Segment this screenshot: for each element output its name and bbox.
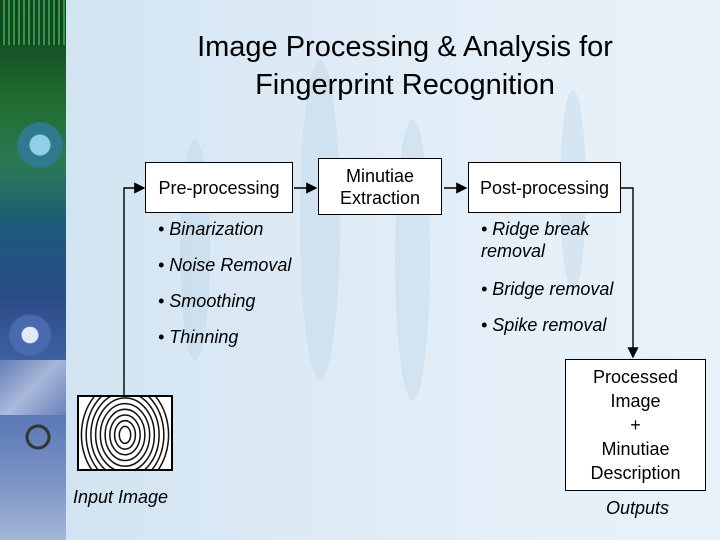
preprocessing-steps-list: • Binarization • Noise Removal • Smoothi… (158, 218, 328, 358)
input-to-preprocessing-connector (124, 188, 144, 395)
minutiae-extraction-box: Minutiae Extraction (318, 158, 442, 215)
preprocessing-step: • Noise Removal (158, 254, 291, 276)
preprocessing-step: • Smoothing (158, 290, 255, 312)
postprocessing-step: • Ridge break removal (481, 218, 589, 262)
preprocessing-box: Pre-processing (145, 162, 293, 213)
outputs-caption: Outputs (606, 497, 669, 519)
preprocessing-step: • Binarization (158, 218, 263, 240)
input-image-caption: Input Image (73, 486, 168, 508)
postprocessing-step: • Spike removal (481, 314, 606, 336)
processed-output-box: Processed Image + Minutiae Description (565, 359, 706, 491)
postprocessing-box: Post-processing (468, 162, 621, 213)
preprocessing-step: • Thinning (158, 326, 238, 348)
fingerprint-image (77, 395, 173, 471)
postprocessing-steps-list: • Ridge break removal • Bridge removal •… (481, 218, 661, 348)
postprocessing-step: • Bridge removal (481, 278, 613, 300)
